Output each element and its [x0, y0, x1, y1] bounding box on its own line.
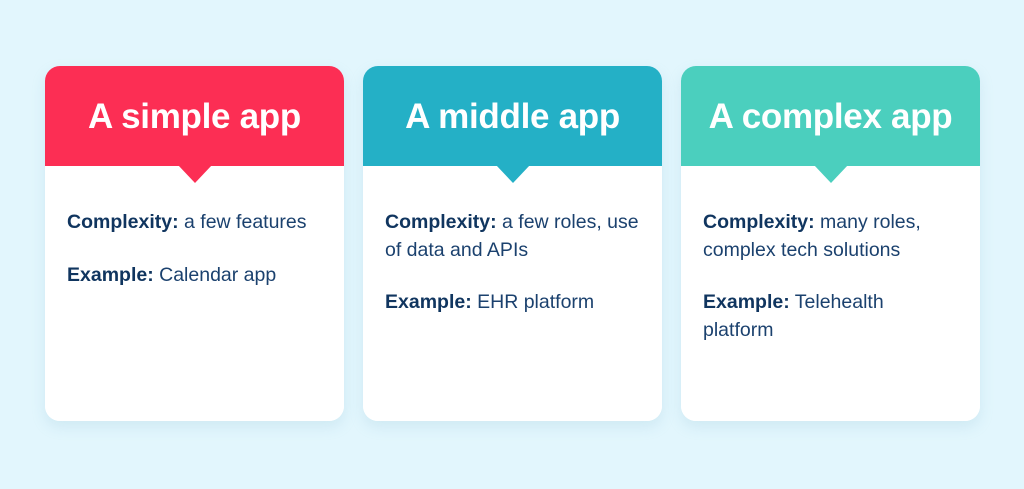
header-notch-icon-simple-app	[177, 165, 212, 183]
cards-row: A simple app Complexity: a few features …	[45, 66, 980, 421]
complexity-label: Complexity:	[67, 211, 179, 233]
card-body-complex-app: Complexity: many roles, complex tech sol…	[681, 166, 980, 421]
complexity-value: many roles, complex tech solutions	[703, 211, 921, 261]
card-header-complex-app: A complex app	[681, 66, 980, 183]
complexity-label: Complexity:	[703, 211, 815, 233]
complexity-value: a few features	[178, 211, 307, 233]
card-header-simple-app: A simple app	[45, 66, 344, 183]
card-title-complex-app: A complex app	[708, 96, 953, 136]
header-notch-icon-middle-app	[495, 165, 530, 183]
card-body-simple-app: Complexity: a few features Example: Cale…	[45, 166, 344, 421]
example-row-complex-app: Example: Telehealth platform	[703, 289, 958, 344]
card-title-simple-app: A simple app	[88, 96, 301, 136]
card-title-middle-app: A middle app	[405, 96, 620, 136]
example-row-simple-app: Example: Calendar app	[67, 262, 322, 290]
complexity-value: a few roles, use of data and APIs	[385, 211, 639, 261]
example-row-middle-app: Example: EHR platform	[385, 289, 640, 317]
complexity-row-middle-app: Complexity: a few roles, use of data and…	[385, 209, 640, 264]
complexity-row-simple-app: Complexity: a few features	[67, 209, 322, 237]
card-middle-app[interactable]: A middle app Complexity: a few roles, us…	[363, 66, 662, 421]
example-value: Calendar app	[153, 263, 277, 286]
complexity-label: Complexity:	[385, 211, 497, 233]
card-header-middle-app: A middle app	[363, 66, 662, 183]
complexity-row-complex-app: Complexity: many roles, complex tech sol…	[703, 209, 958, 264]
example-label: Example:	[703, 291, 790, 314]
example-value: EHR platform	[471, 291, 595, 314]
card-complex-app[interactable]: A complex app Complexity: many roles, co…	[681, 66, 980, 421]
example-label: Example:	[67, 263, 154, 286]
header-notch-icon-complex-app	[813, 165, 848, 183]
card-simple-app[interactable]: A simple app Complexity: a few features …	[45, 66, 344, 421]
example-label: Example:	[385, 291, 472, 314]
card-body-middle-app: Complexity: a few roles, use of data and…	[363, 166, 662, 421]
example-value: Telehealth platform	[703, 291, 884, 342]
